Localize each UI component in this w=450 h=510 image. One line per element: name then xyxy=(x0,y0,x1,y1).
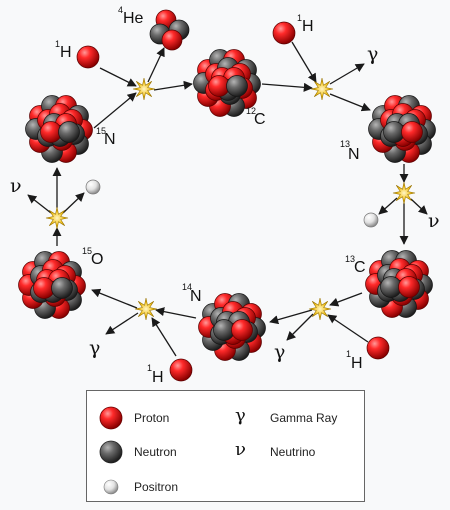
legend-neutrino-symbol: ν xyxy=(235,439,246,460)
reaction-arrows xyxy=(27,41,428,357)
arrow-h1-into-burst5 xyxy=(151,317,177,357)
legend: Proton Neutron Positron γ Gamma Ray ν Ne… xyxy=(86,390,365,502)
n15-sup: 15 xyxy=(96,126,106,136)
c13-nucleus-nucleon xyxy=(398,276,420,298)
proton-h1-top xyxy=(272,21,296,45)
positron-left xyxy=(85,179,101,195)
arrow-burst2-to-n13 xyxy=(329,93,371,112)
n14-symbol: N xyxy=(190,288,202,305)
proton-h1-bottom xyxy=(169,358,193,382)
he4-nucleon xyxy=(161,29,183,51)
proton-h1-right xyxy=(366,336,390,360)
arrow-burst5-gamma xyxy=(105,312,139,335)
n13-symbol: N xyxy=(348,146,360,163)
h1-left-symbol: H xyxy=(60,44,72,61)
arrow-c12-into-burst2 xyxy=(261,82,313,92)
arrow-burst6-neutrino xyxy=(27,194,52,214)
h1-bottom-symbol: H xyxy=(152,369,164,386)
o15-symbol: O xyxy=(91,251,103,268)
burst-n15-to-c12 xyxy=(132,77,156,101)
burst-n14-to-o15 xyxy=(134,297,158,321)
o15-nucleus-nucleon xyxy=(51,277,73,299)
neutrino-symbol-right: ν xyxy=(428,210,440,232)
nucleus-labels: 12 C 13 N 13 C 14 N 15 O 15 N 4 He 1 H 1… xyxy=(55,5,366,386)
legend-neutrino-label: Neutrino xyxy=(270,445,316,459)
arrow-burst1-to-c12 xyxy=(153,80,193,91)
arrow-n14-into-burst5 xyxy=(155,307,197,319)
he4-nucleus xyxy=(149,9,190,51)
arrow-burst4-to-n14 xyxy=(269,309,313,325)
he4-sup: 4 xyxy=(118,5,123,15)
gamma-symbol-top: γ xyxy=(367,43,378,65)
n15-symbol: N xyxy=(104,131,116,148)
c12-symbol: C xyxy=(254,111,266,128)
reaction-bursts xyxy=(45,77,416,321)
h1-left-sup: 1 xyxy=(55,39,60,49)
gamma-symbol-bottom-right: γ xyxy=(274,341,285,363)
legend-neutron-label: Neutron xyxy=(134,445,177,459)
legend-positron-ball xyxy=(103,479,119,495)
h1-right-sup: 1 xyxy=(346,349,351,359)
legend-neutron-ball xyxy=(99,440,123,464)
positron-right xyxy=(363,212,379,228)
legend-swatches xyxy=(99,406,123,495)
nuclei xyxy=(18,9,436,382)
n13-sup: 13 xyxy=(340,139,350,149)
n13-nucleus-nucleon xyxy=(401,121,423,143)
arrow-burst5-to-o15 xyxy=(91,288,138,309)
c12-nucleus-nucleon xyxy=(226,75,248,97)
n14-sup: 14 xyxy=(182,282,192,292)
h1-top-sup: 1 xyxy=(297,13,302,23)
arrow-h1-into-burst2 xyxy=(291,41,317,83)
h1-bottom-sup: 1 xyxy=(147,363,152,373)
n14-nucleus xyxy=(198,293,266,361)
c12-sup: 12 xyxy=(246,106,256,116)
burst-o15-decay xyxy=(45,206,69,230)
o15-nucleus xyxy=(18,251,86,319)
n15-nucleus xyxy=(25,95,93,163)
c13-sup: 13 xyxy=(345,254,355,264)
c13-symbol: C xyxy=(354,259,366,276)
he4-symbol: He xyxy=(123,10,144,27)
legend-positron-label: Positron xyxy=(134,480,179,494)
arrow-c13-into-burst4 xyxy=(329,292,363,307)
n13-nucleus xyxy=(368,95,436,163)
arrow-burst1-to-he4 xyxy=(147,47,165,83)
h1-top-symbol: H xyxy=(302,18,314,35)
particle-symbols: γ ν γ γ ν xyxy=(10,43,440,363)
arrow-burst3-positron xyxy=(378,197,398,215)
arrow-burst6-positron xyxy=(62,192,85,214)
arrow-n15-into-burst1 xyxy=(93,92,137,129)
legend-gamma-symbol: γ xyxy=(235,405,246,426)
proton-h1-left xyxy=(76,45,100,69)
legend-proton-label: Proton xyxy=(134,411,170,425)
arrow-h1-into-burst1 xyxy=(99,67,137,87)
arrow-burst2-gamma xyxy=(329,63,365,85)
arrow-burst3-neutrino xyxy=(410,198,428,215)
neutrino-symbol-left: ν xyxy=(10,175,22,197)
arrow-burst4-gamma xyxy=(286,313,314,341)
o15-sup: 15 xyxy=(82,246,92,256)
c13-nucleus xyxy=(365,250,433,318)
n15-nucleus-nucleon xyxy=(58,121,80,143)
burst-n13-decay xyxy=(392,181,416,205)
gamma-symbol-bottom-left: γ xyxy=(89,337,100,359)
legend-gamma-label: Gamma Ray xyxy=(270,411,338,425)
burst-c12-to-n13 xyxy=(310,77,334,101)
c12-nucleus xyxy=(193,49,261,117)
burst-c13-to-n14 xyxy=(308,297,332,321)
h1-right-symbol: H xyxy=(351,355,363,372)
arrow-h1-into-burst4 xyxy=(327,314,369,343)
legend-proton-ball xyxy=(99,406,123,430)
n14-nucleus-nucleon xyxy=(231,319,253,341)
